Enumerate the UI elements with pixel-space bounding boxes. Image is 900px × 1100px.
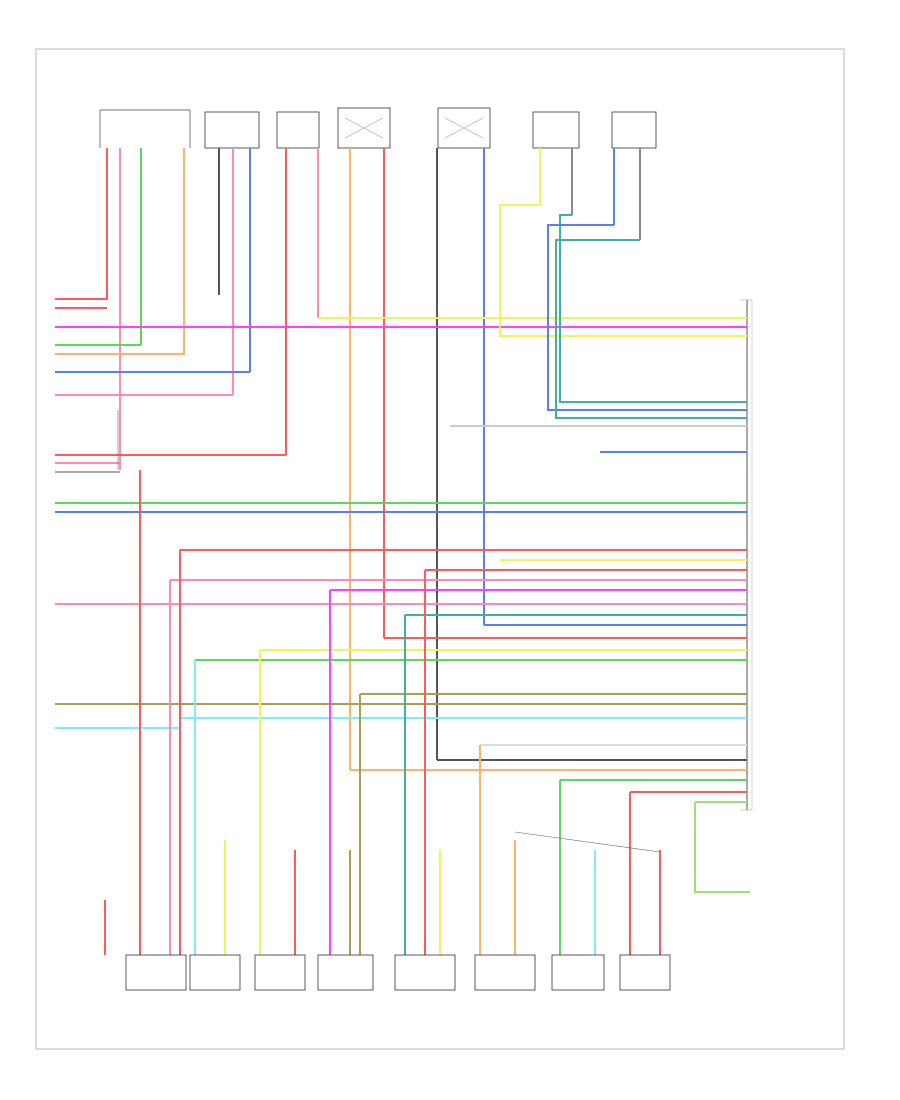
component-box-6 — [611, 111, 657, 149]
bottom-box-8 — [619, 954, 671, 991]
wires-horizontal — [55, 204, 747, 803]
connector-pins — [740, 299, 752, 811]
component-box-1 — [204, 111, 260, 149]
diagram-frame — [35, 48, 845, 1050]
bottom-box-6 — [474, 954, 536, 991]
pcm-connector-block — [746, 300, 753, 810]
bottom-box-7 — [551, 954, 605, 991]
top-components — [99, 107, 657, 149]
wires-down — [104, 470, 750, 955]
leaders — [117, 410, 661, 853]
bottom-components — [125, 954, 671, 991]
component-box-5 — [532, 111, 580, 149]
component-box-2 — [276, 111, 320, 149]
bottom-box-2 — [189, 954, 241, 991]
wires-vertical — [106, 148, 641, 770]
bottom-box-3 — [254, 954, 306, 991]
bottom-box-1 — [125, 954, 187, 991]
bottom-box-4 — [317, 954, 374, 991]
bottom-box-5 — [394, 954, 456, 991]
component-box-3 — [337, 107, 391, 149]
